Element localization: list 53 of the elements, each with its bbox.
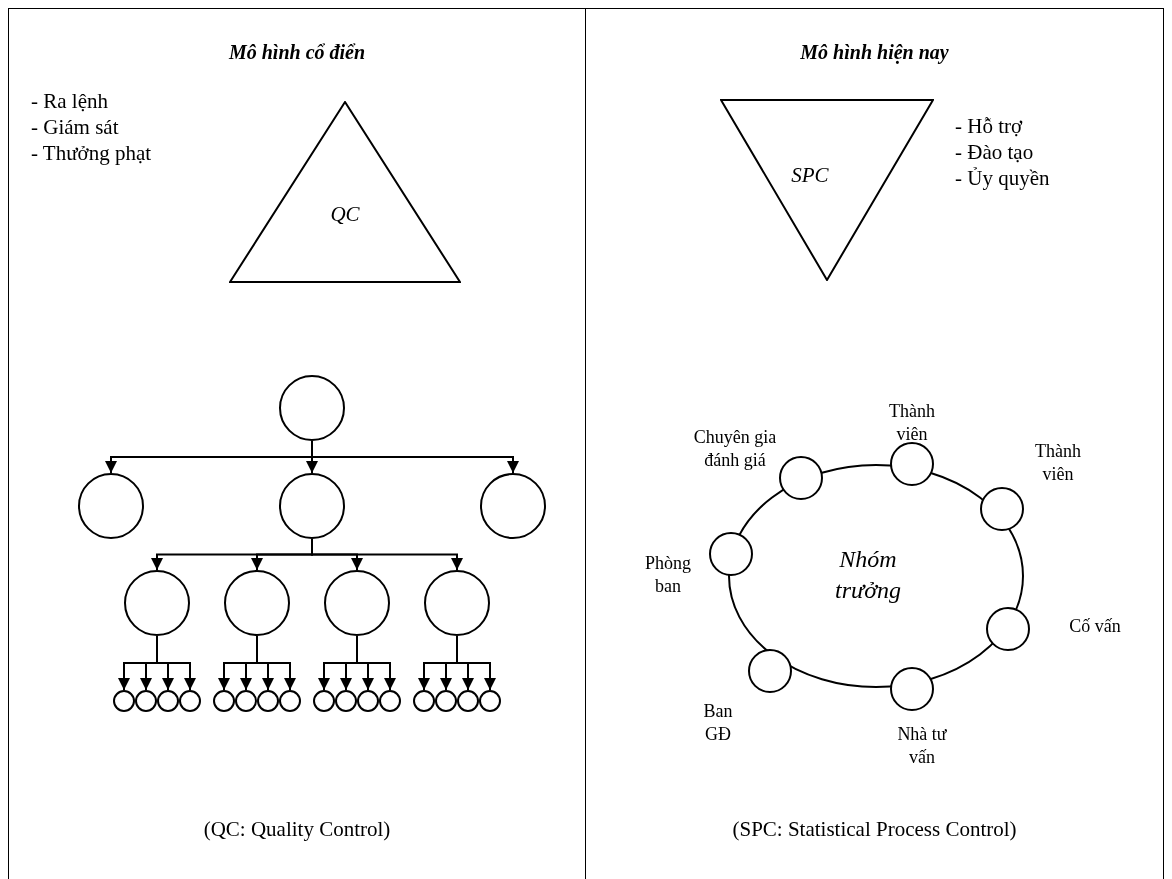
bullet-text: - Ủy quyền [955,166,1050,191]
circle-node [313,690,335,712]
circle-node [435,690,457,712]
circle-node [779,456,823,500]
circle-node [113,690,135,712]
circle-node [135,690,157,712]
circle-caption: Chuyên gia đánh giá [692,425,778,472]
shape-label: SPC [791,162,829,188]
arrow [356,635,396,691]
arrow [311,538,463,571]
bullet-text: - Hỗ trợ [955,114,1023,139]
circle-node [890,442,934,486]
circle-node [157,690,179,712]
circle-node [980,487,1024,531]
circle-node [890,667,934,711]
caption-text: (SPC: Statistical Process Control) [732,817,1017,842]
circle-node [179,690,201,712]
panel [8,8,586,879]
circle-caption: Thành viên [1034,439,1082,486]
shape-label: Nhóm trưởng [834,545,902,606]
arrow [156,635,196,691]
panel-heading: Mô hình hiện nay [800,41,949,64]
circle-node [413,690,435,712]
circle-node [748,649,792,693]
bullet-text: - Đào tạo [955,140,1034,165]
circle-node [279,690,301,712]
arrow [456,635,496,691]
circle-node [379,690,401,712]
circle-caption: Phòng ban [644,551,692,598]
bullet-text: - Giám sát [31,115,119,140]
circle-node [479,690,501,712]
arrow [311,440,519,474]
circle-caption: Ban GĐ [702,699,734,746]
shape-label: QC [330,201,360,227]
bullet-text: - Ra lệnh [31,89,108,114]
triangle-shape [229,101,461,283]
bullet-text: - Thưởng phạt [31,141,152,166]
panel [586,8,1164,879]
arrow [256,635,296,691]
circle-node [986,607,1030,651]
circle-node [257,690,279,712]
circle-node [335,690,357,712]
circle-node [213,690,235,712]
caption-text: (QC: Quality Control) [203,817,391,842]
circle-node [235,690,257,712]
circle-node [709,532,753,576]
circle-caption: Thành viên [888,399,936,446]
circle-node [357,690,379,712]
triangle-shape [720,99,934,281]
circle-caption: Nhà tư vấn [896,722,948,769]
circle-node [457,690,479,712]
circle-caption: Cố vấn [1068,615,1122,639]
panel-heading: Mô hình cổ điển [228,41,366,64]
